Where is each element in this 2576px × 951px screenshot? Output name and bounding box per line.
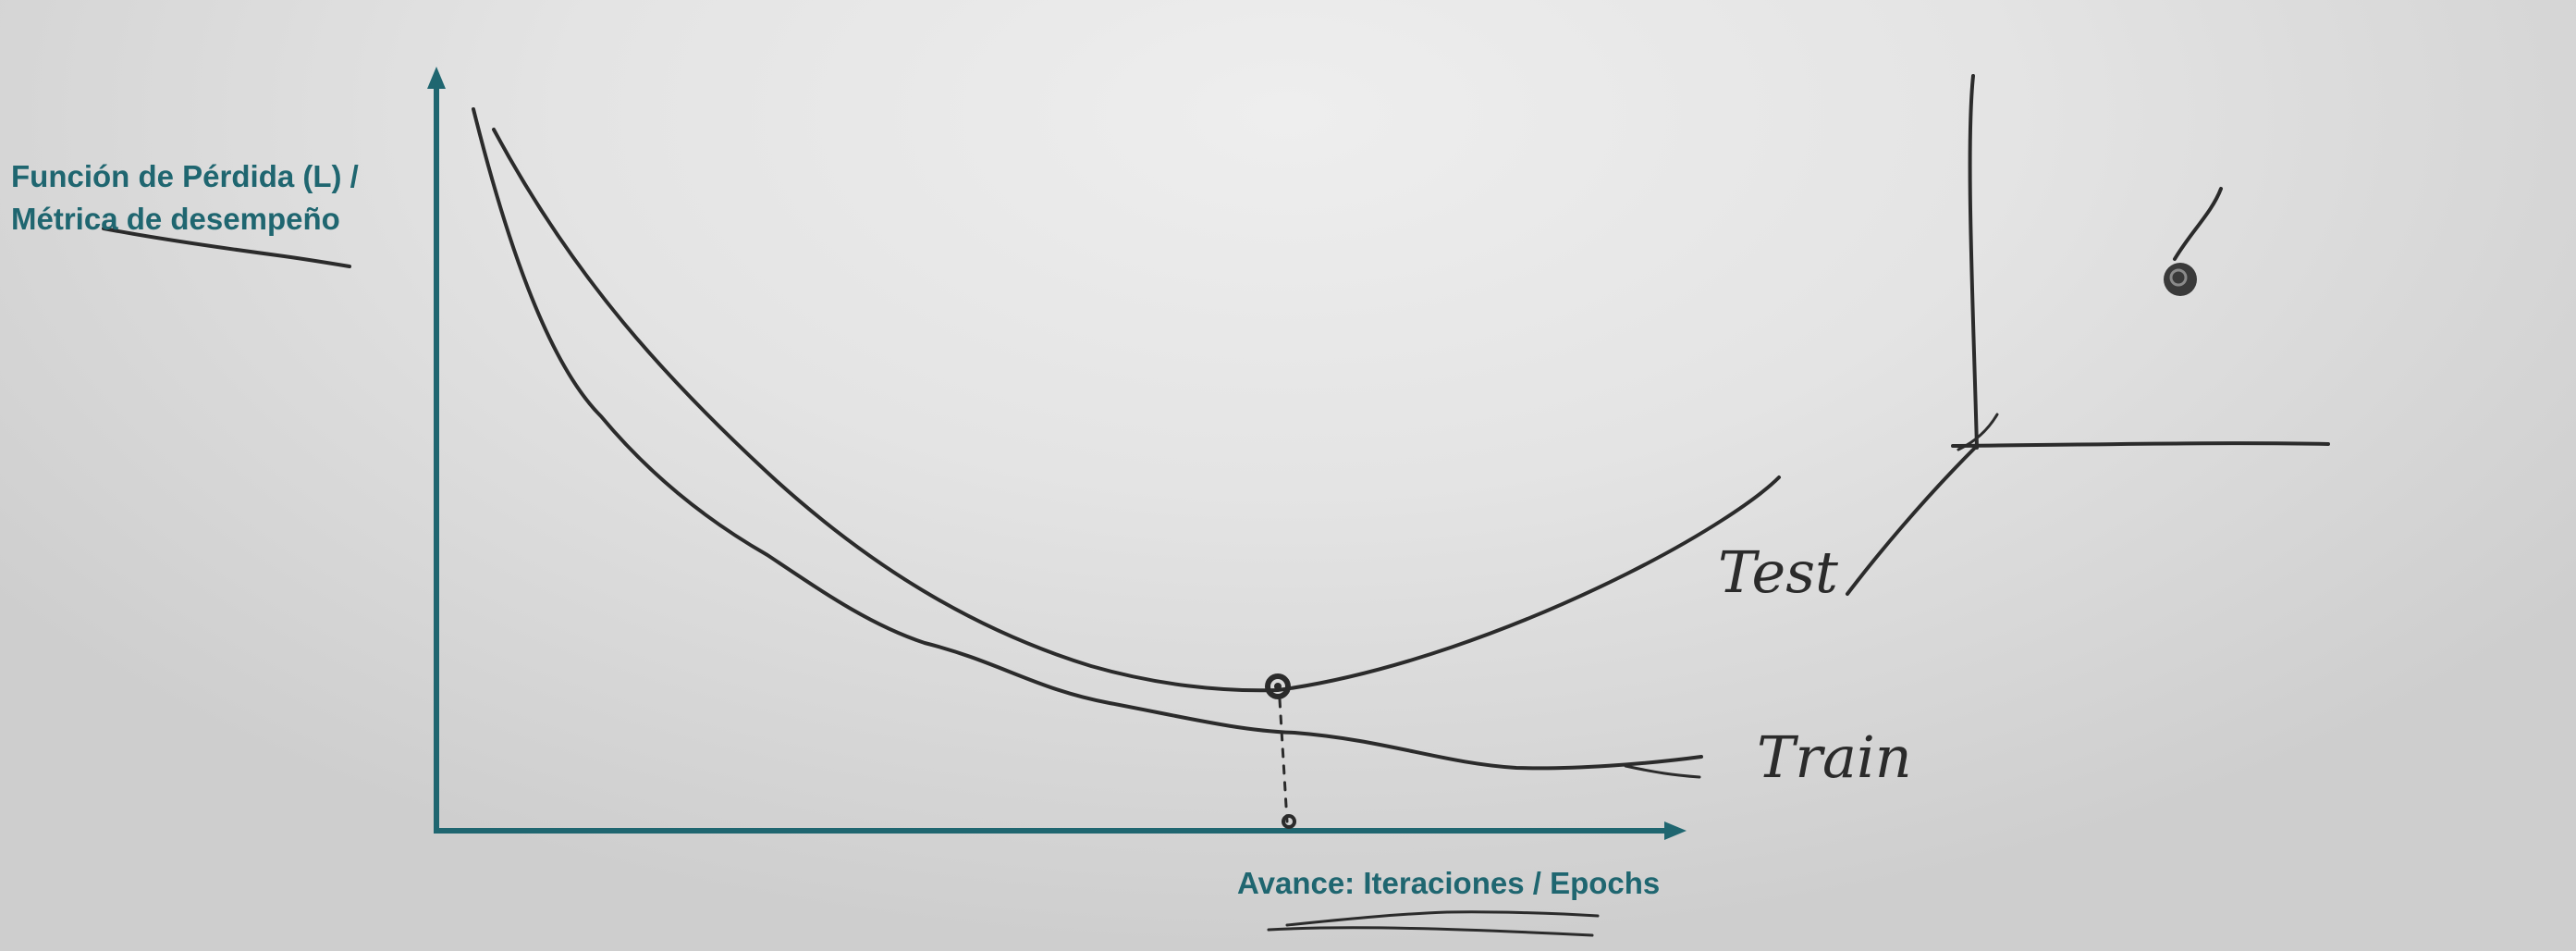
pointer-arrow-icon xyxy=(2173,187,2223,261)
sketch-depth-axis xyxy=(1846,446,1977,596)
train-curve xyxy=(472,107,1703,771)
xlabel-underline xyxy=(1267,926,1594,937)
y-axis-arrow-icon xyxy=(427,67,446,89)
sketch-horizontal-axis xyxy=(1951,441,2330,448)
train-curve-tail xyxy=(1624,764,1701,779)
sketch-vertical-axis xyxy=(1968,74,1979,450)
train-label: Train xyxy=(1757,723,1912,791)
test-label: Test xyxy=(1718,538,1838,606)
optimum-drop-line xyxy=(1278,698,1289,823)
x-axis-label: Avance: Iteraciones / Epochs xyxy=(1237,866,1661,900)
ylabel-underline xyxy=(102,227,351,268)
xlabel-underline-stroke xyxy=(1285,910,1600,927)
y-axis-label: Función de Pérdida (L) / Métrica de dese… xyxy=(11,155,359,241)
x-axis-arrow-icon xyxy=(1664,821,1687,840)
x-axis-tick-marker-icon xyxy=(1282,814,1296,829)
y-axis-label-line2: Métrica de desempeño xyxy=(11,202,340,236)
y-axis-label-line1: Función de Pérdida (L) / xyxy=(11,159,359,193)
point-marker-icon xyxy=(2164,263,2197,296)
optimum-marker-icon xyxy=(1265,673,1291,699)
sketch-depth-axis-extra xyxy=(1957,413,1999,451)
test-curve xyxy=(492,128,1781,693)
